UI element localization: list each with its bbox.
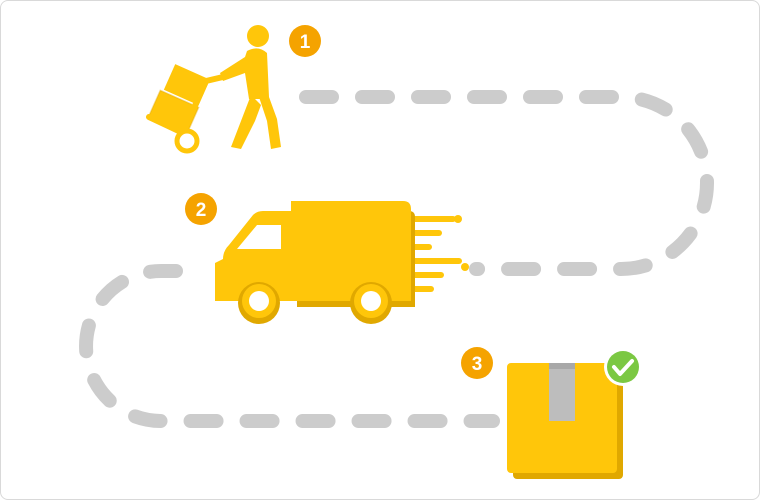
step-2-number: 2	[196, 200, 207, 221]
route-dashed-path-lower	[79, 264, 500, 428]
step-2-badge: 2	[185, 193, 217, 225]
delivered-package-icon	[507, 363, 623, 479]
step-1-number: 1	[300, 32, 311, 53]
checkmark-icon	[604, 348, 642, 386]
step-3-number: 3	[472, 354, 483, 375]
step-3-badge: 3	[461, 347, 493, 379]
person-with-hand-truck-icon	[146, 25, 281, 154]
route-dashed-path	[299, 90, 714, 276]
delivery-truck-icon	[215, 201, 469, 324]
step-1-badge: 1	[289, 25, 321, 57]
